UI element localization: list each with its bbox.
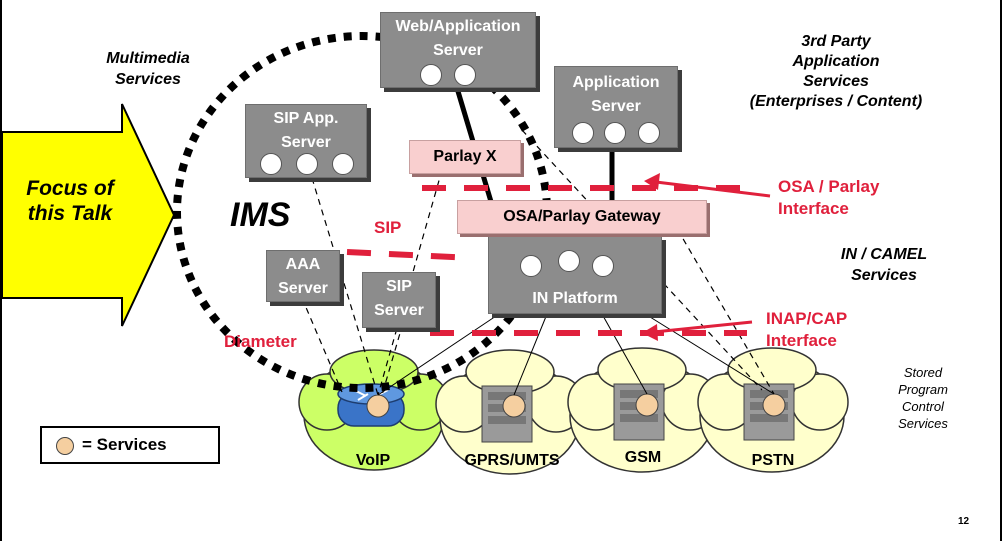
multimedia-services-label: Multimedia Services [106, 50, 190, 88]
sip-server: SIP Server [362, 272, 436, 328]
focus-label: Focus of this Talk [26, 177, 114, 225]
network-label-gsm: GSM [624, 449, 662, 466]
sip-interface-line [346, 249, 473, 261]
service-dot-pstn [762, 393, 786, 417]
in-camel-label: IN / CAMEL Services [840, 246, 928, 284]
osa-parlay-gateway: OSA/Parlay Gateway [457, 200, 707, 234]
service-dot-gprs [502, 394, 526, 418]
network-label-pstn: PSTN [751, 452, 795, 469]
ims-label: IMS [230, 196, 291, 234]
diameter-label: Diameter [224, 332, 297, 351]
service-dot [332, 153, 354, 175]
network-label-gprs: GPRS/UMTS [464, 452, 560, 469]
osa-pointer-arrow [644, 173, 771, 198]
service-dot [454, 64, 476, 86]
legend: = Services [40, 426, 220, 464]
in-network-links [377, 311, 775, 396]
service-dot [558, 250, 580, 272]
service-dot [572, 122, 594, 144]
focus-arrow [2, 103, 176, 327]
network-label-voip: VoIP [355, 452, 391, 469]
parlay-x-box: Parlay X [409, 140, 521, 174]
service-dot [260, 153, 282, 175]
service-dot [520, 255, 542, 277]
third-party-label: 3rd Party Application Services (Enterpri… [749, 33, 923, 110]
stored-program-label: Stored Program Control Services [898, 365, 948, 431]
aaa-server: AAA Server [266, 250, 340, 302]
service-dot [420, 64, 442, 86]
page-number: 12 [958, 516, 970, 527]
service-dot-voip [366, 394, 390, 418]
service-dot [296, 153, 318, 175]
service-dot-gsm [635, 393, 659, 417]
service-dot [592, 255, 614, 277]
inap-cap-interface-label: INAP/CAP Interface [766, 309, 848, 350]
service-dot-legend-icon [56, 437, 74, 455]
in-platform: IN Platform [488, 236, 662, 314]
service-dot [604, 122, 626, 144]
legend-label: = Services [82, 435, 167, 454]
service-dot [638, 122, 660, 144]
inap-pointer-arrow [642, 320, 753, 341]
sip-protocol-label: SIP [374, 218, 402, 237]
osa-parlay-interface-label: OSA / Parlay Interface [778, 177, 880, 218]
